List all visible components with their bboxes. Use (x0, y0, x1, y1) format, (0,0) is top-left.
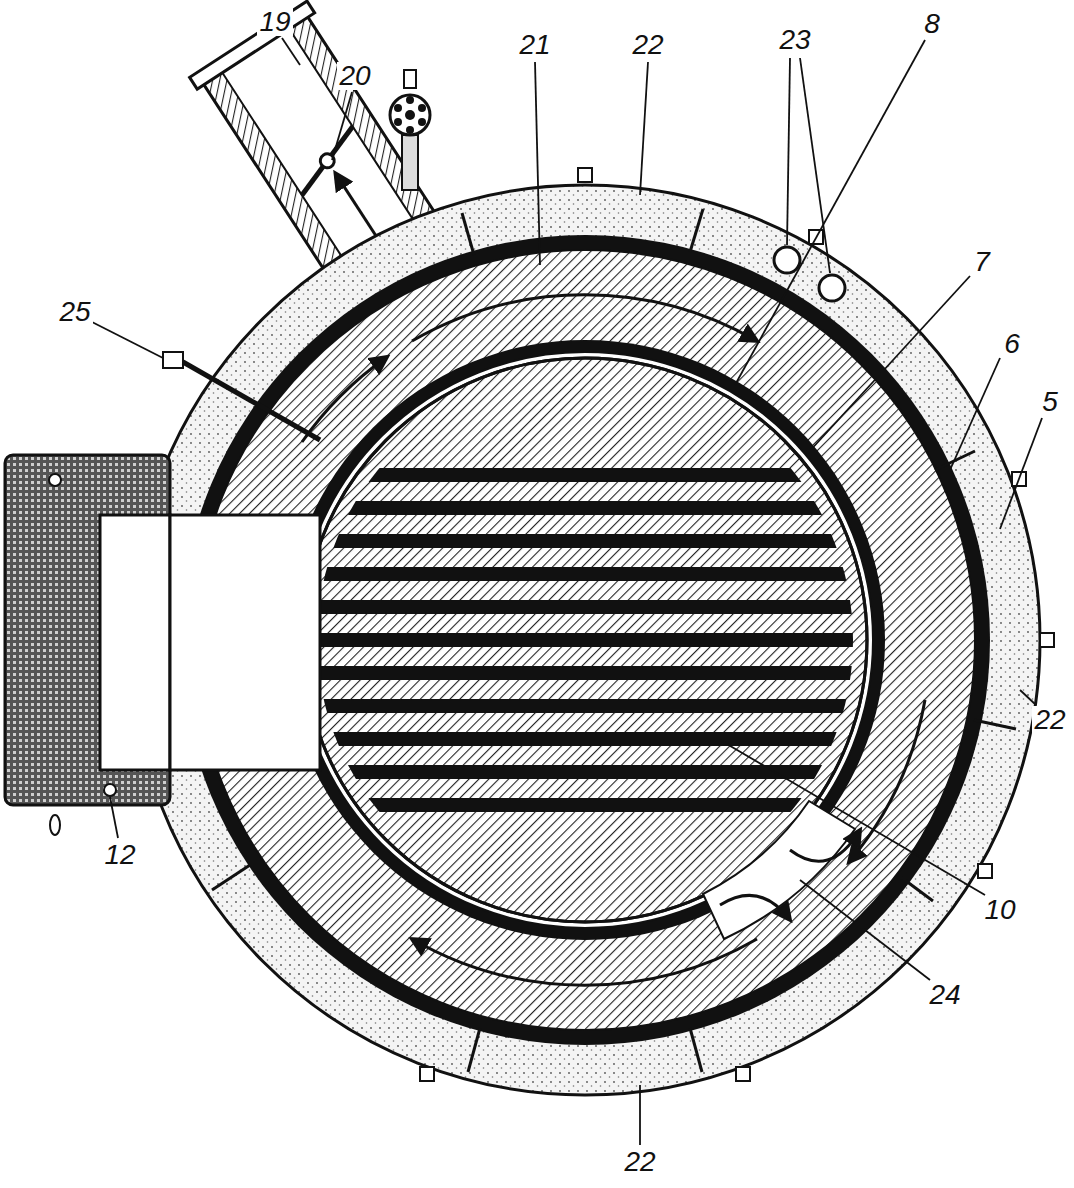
callout-number: 7 (972, 248, 992, 276)
callout-number: 12 (102, 841, 137, 869)
flow-arrows (302, 295, 925, 985)
callout-number: 23 (777, 26, 812, 54)
door-plug (170, 515, 320, 770)
callout-number: 19 (257, 8, 292, 36)
door (5, 455, 170, 805)
valve (390, 70, 430, 190)
bolts (163, 168, 1054, 1081)
callout-number: 22 (630, 31, 665, 59)
callout-number: 24 (927, 981, 962, 1009)
callout-number: 5 (1040, 388, 1060, 416)
core-slots (300, 468, 870, 812)
callout-number: 25 (57, 298, 92, 326)
callout-number: 22 (1032, 706, 1067, 734)
callout-number: 8 (922, 10, 942, 38)
callout-number: 6 (1002, 330, 1022, 358)
opening (703, 801, 855, 939)
callout-number: 22 (622, 1148, 657, 1176)
callout-number: 20 (337, 62, 372, 90)
insulation (130, 185, 1040, 1095)
segment-joints (212, 209, 1016, 1072)
leader-lines (92, 38, 1042, 1145)
inner-ring (285, 340, 885, 940)
callout-number: 10 (982, 896, 1017, 924)
callout-number: 21 (517, 31, 552, 59)
